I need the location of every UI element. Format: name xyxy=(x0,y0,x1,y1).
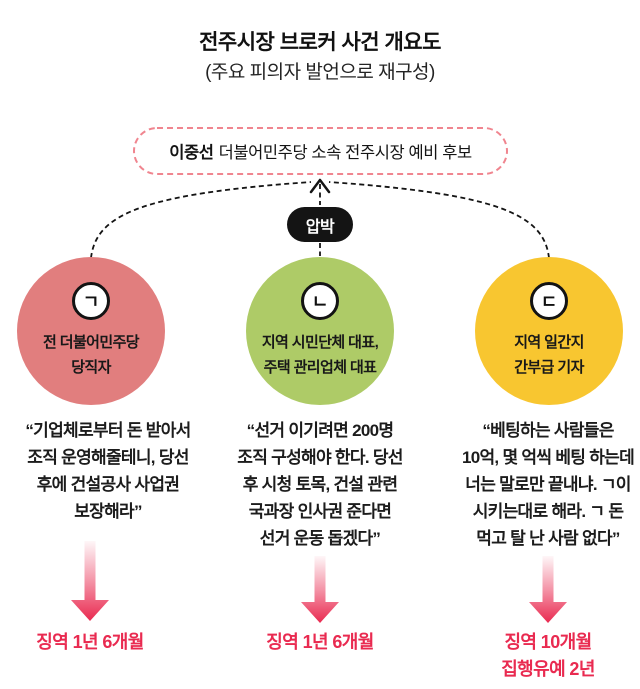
verdict-text: 징역 1년 6개월 xyxy=(266,632,374,652)
actor-quote: “기업체로부터 돈 받아서 조직 운영해줄테니, 당선 후에 건설공사 사업권 … xyxy=(25,421,191,521)
dashed-connector-left xyxy=(90,181,312,259)
actor-quote: “선거 이기려면 200명 조직 구성해야 한다. 당선 후 시청 토목, 건설… xyxy=(237,421,403,548)
down-arrow-icon-left xyxy=(71,541,109,621)
page-title: 전주시장 브로커 사건 개요도 xyxy=(199,31,441,54)
letter-giyeok-icon: ㄱ xyxy=(72,282,110,320)
letter-digeut-icon: ㄷ xyxy=(530,282,568,320)
candidate-box: 이중선 더불어민주당 소속 전주시장 예비 후보 xyxy=(134,128,507,174)
page-subtitle: (주요 피의자 발언으로 재구성) xyxy=(205,62,435,83)
actor-role: 지역 일간지 간부급 기자 xyxy=(514,334,584,376)
down-arrow-icon-right xyxy=(529,556,567,623)
actor-role: 지역 시민단체 대표, 주택 관리업체 대표 xyxy=(261,334,379,376)
candidate-description: 더불어민주당 소속 전주시장 예비 후보 xyxy=(218,144,473,162)
actor-quote: “베팅하는 사람들은 10억, 몇 억씩 베팅 하는데 너는 말로만 끝내냐. … xyxy=(461,421,635,548)
down-arrow-icon-center xyxy=(301,556,339,623)
verdict-text: 징역 10개월 집행유예 2년 xyxy=(501,632,595,679)
actor-circle-civic-group-head: ㄴ 지역 시민단체 대표, 주택 관리업체 대표 xyxy=(246,257,394,405)
up-arrowhead-icon xyxy=(309,178,331,194)
actor-role: 전 더불어민주당 당직자 xyxy=(43,334,140,376)
actor-circle-local-journalist: ㄷ 지역 일간지 간부급 기자 xyxy=(475,257,623,405)
letter-nieun-icon: ㄴ xyxy=(301,282,339,320)
verdict-text: 징역 1년 6개월 xyxy=(36,632,144,652)
candidate-name: 이중선 xyxy=(169,144,214,162)
actor-circle-former-party-official: ㄱ 전 더불어민주당 당직자 xyxy=(17,257,165,405)
pressure-badge: 압박 xyxy=(287,207,353,242)
dashed-connector-right xyxy=(328,181,550,259)
